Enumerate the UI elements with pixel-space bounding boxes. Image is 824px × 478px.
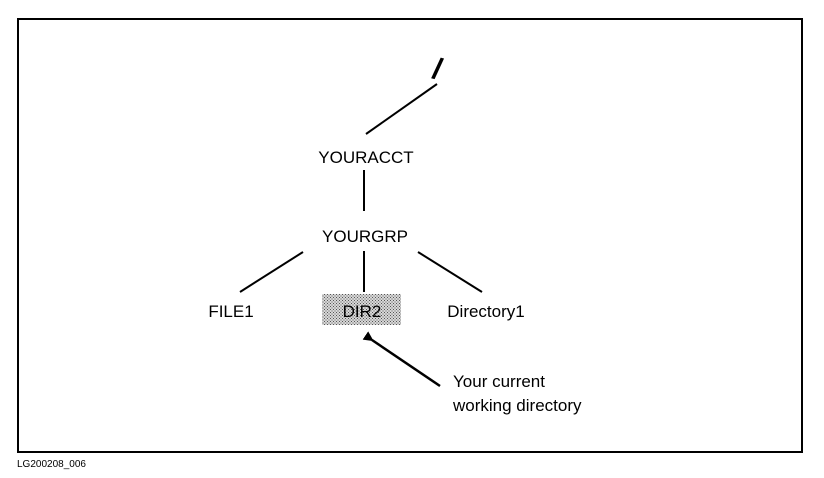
current-directory-highlight [322,294,401,325]
node-youracct: YOURACCT [318,148,413,167]
diagram-frame [17,18,803,453]
edge-group-file1 [239,251,304,293]
figure-id: LG200208_006 [17,459,86,470]
node-dir2: DIR2 [343,302,382,321]
node-file1: FILE1 [208,302,253,321]
node-root: / [429,52,446,86]
annotation-line-1: Your current [453,372,545,391]
annotation-line-2: working directory [452,396,582,415]
node-directory1: Directory1 [447,302,524,321]
current-directory-arrow [362,331,441,388]
node-yourgrp: YOURGRP [322,227,408,246]
edge-root-account [365,83,438,135]
edge-group-directory1 [417,251,483,293]
